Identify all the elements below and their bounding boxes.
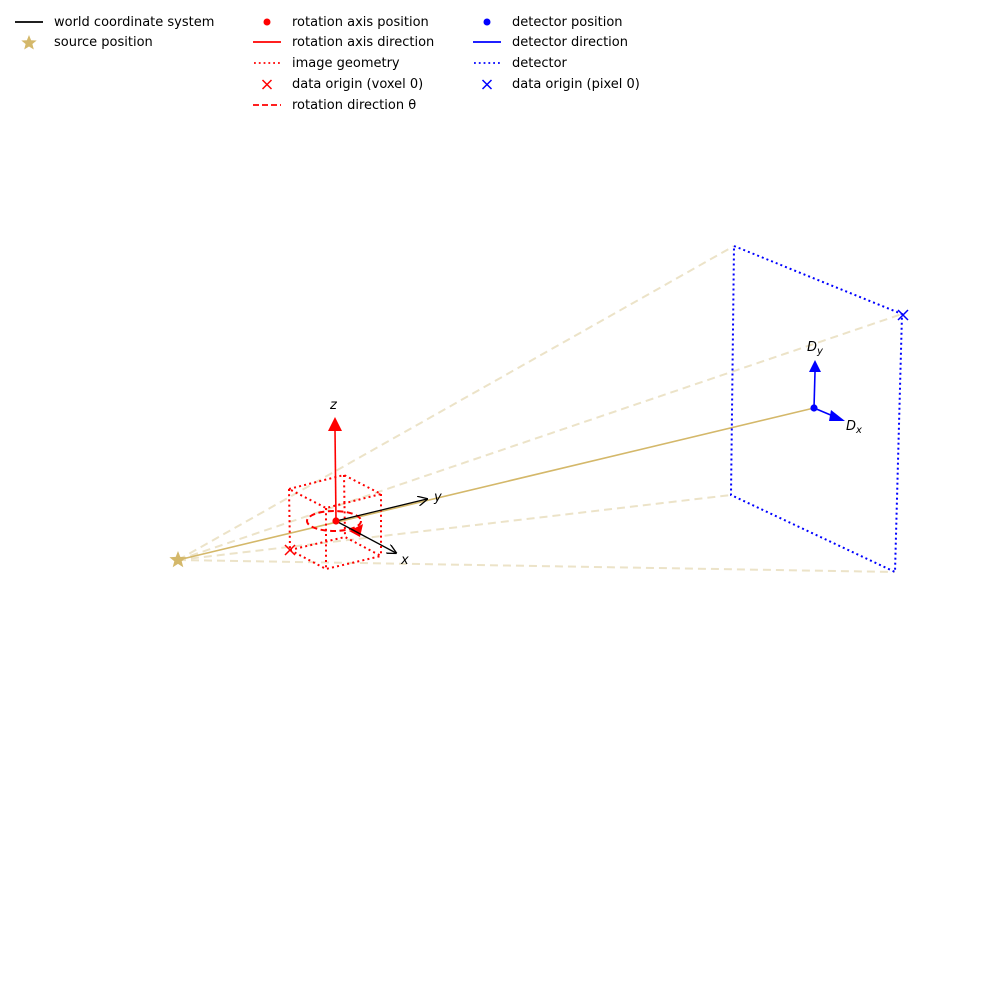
blue-dot-icon (473, 12, 503, 32)
detector-outline (729, 245, 904, 574)
dx-label: Dx (846, 419, 862, 436)
dashed-line-red-icon (253, 95, 283, 115)
source-position-star-icon (169, 551, 187, 568)
dx-arrowhead-icon (829, 410, 845, 421)
x-axis-label: x (400, 553, 409, 568)
red-dot-icon (253, 12, 283, 32)
rotation-axis-direction (334, 429, 337, 522)
legend-item-data-origin-voxel: data origin (voxel 0) (253, 74, 423, 94)
data-origin-pixel-marker (897, 309, 909, 321)
central-ray (177, 407, 815, 561)
solid-line-black-icon (15, 12, 45, 32)
legend-item-rotation-direction: rotation direction θ (253, 95, 416, 115)
dy-label: Dy (807, 340, 824, 357)
legend-item-source-position: source position (15, 32, 153, 52)
world-axes (335, 499, 427, 553)
detector-directions (809, 360, 845, 421)
rotation-arrowhead-icon (349, 524, 363, 537)
dy-arrowhead-icon (809, 360, 821, 372)
legend-item-image-geometry: image geometry (253, 53, 400, 73)
solid-line-blue-icon (473, 32, 503, 52)
legend-item-data-origin-pixel: data origin (pixel 0) (473, 74, 640, 94)
x-marker-blue-icon (473, 74, 503, 94)
rotation-axis-arrowhead-icon (328, 417, 342, 431)
z-axis-label: z (329, 398, 338, 413)
beam-cone (177, 245, 903, 573)
legend-item-detector: detector (473, 53, 567, 73)
legend: world coordinate system source position … (0, 0, 989, 120)
data-origin-voxel-marker (284, 544, 296, 556)
legend-item-detector-direction: detector direction (473, 32, 628, 52)
star-icon (15, 32, 45, 52)
y-axis-label: y (433, 490, 442, 505)
legend-item-world-coordinate-system: world coordinate system (15, 12, 214, 32)
legend-item-rotation-axis-direction: rotation axis direction (253, 32, 434, 52)
image-geometry-cube (286, 473, 384, 571)
rotation-direction-ellipse (306, 510, 362, 532)
solid-line-red-icon (253, 32, 283, 52)
x-marker-red-icon (253, 74, 283, 94)
legend-item-detector-position: detector position (473, 12, 623, 32)
legend-item-rotation-axis-position: rotation axis position (253, 12, 429, 32)
detector-position-dot (810, 404, 818, 412)
rotation-axis-position-dot (332, 517, 340, 525)
